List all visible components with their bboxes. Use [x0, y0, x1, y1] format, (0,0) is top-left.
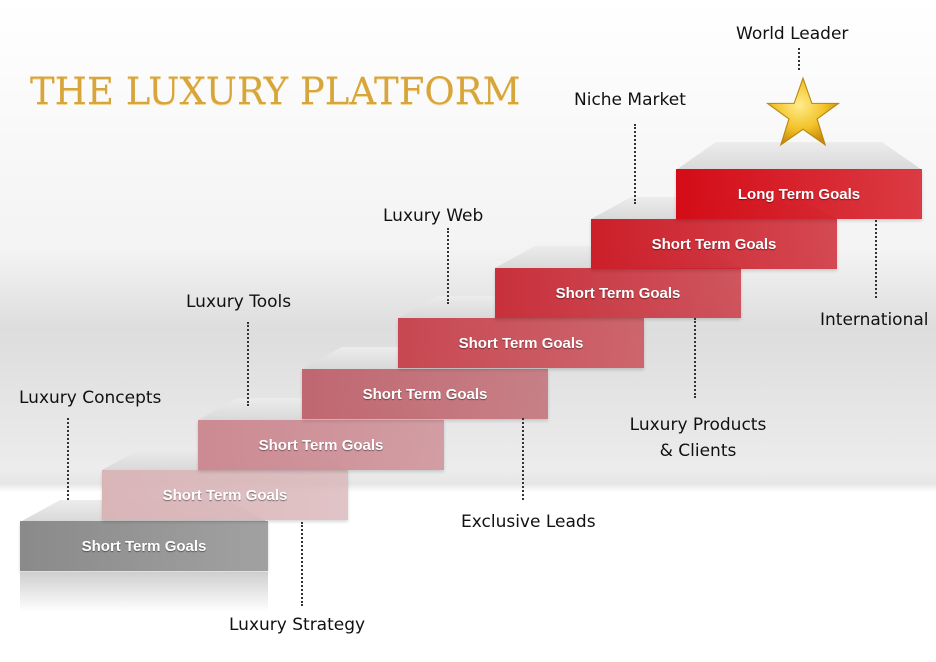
step-7: Short Term Goals [591, 219, 837, 269]
label-luxury-strategy: Luxury Strategy [229, 615, 366, 635]
step-5: Short Term Goals [398, 318, 644, 368]
label-world-leader: World Leader [736, 24, 849, 44]
star-icon [766, 76, 840, 147]
step-3: Short Term Goals [198, 420, 444, 470]
leader-luxury-concepts [67, 418, 69, 500]
step-top-8 [676, 142, 922, 170]
leader-international [875, 220, 877, 298]
label-international: International [820, 310, 929, 330]
leader-world-leader [798, 48, 800, 70]
leader-niche-market [634, 124, 636, 204]
leader-luxury-web [447, 228, 449, 304]
label-niche-market: Niche Market [574, 90, 686, 110]
label-exclusive-leads: Exclusive Leads [461, 512, 596, 532]
label-luxury-products: Luxury Products & Clients [626, 412, 770, 464]
step-1: Short Term Goals [20, 521, 268, 571]
base-reflection [20, 572, 268, 612]
leader-luxury-products [694, 318, 696, 398]
leader-luxury-tools [247, 322, 249, 406]
label-luxury-concepts: Luxury Concepts [19, 388, 162, 408]
label-luxury-tools: Luxury Tools [186, 292, 292, 312]
step-8: Long Term Goals [676, 169, 922, 219]
page-title: THE LUXURY PLATFORM [30, 70, 521, 113]
step-6: Short Term Goals [495, 268, 741, 318]
step-2: Short Term Goals [102, 470, 348, 520]
step-4: Short Term Goals [302, 369, 548, 419]
leader-luxury-strategy [301, 522, 303, 606]
label-luxury-products-line1: Luxury Products [629, 415, 767, 435]
leader-exclusive-leads [522, 418, 524, 500]
label-luxury-web: Luxury Web [383, 206, 484, 226]
label-luxury-products-line2: & Clients [659, 441, 737, 461]
